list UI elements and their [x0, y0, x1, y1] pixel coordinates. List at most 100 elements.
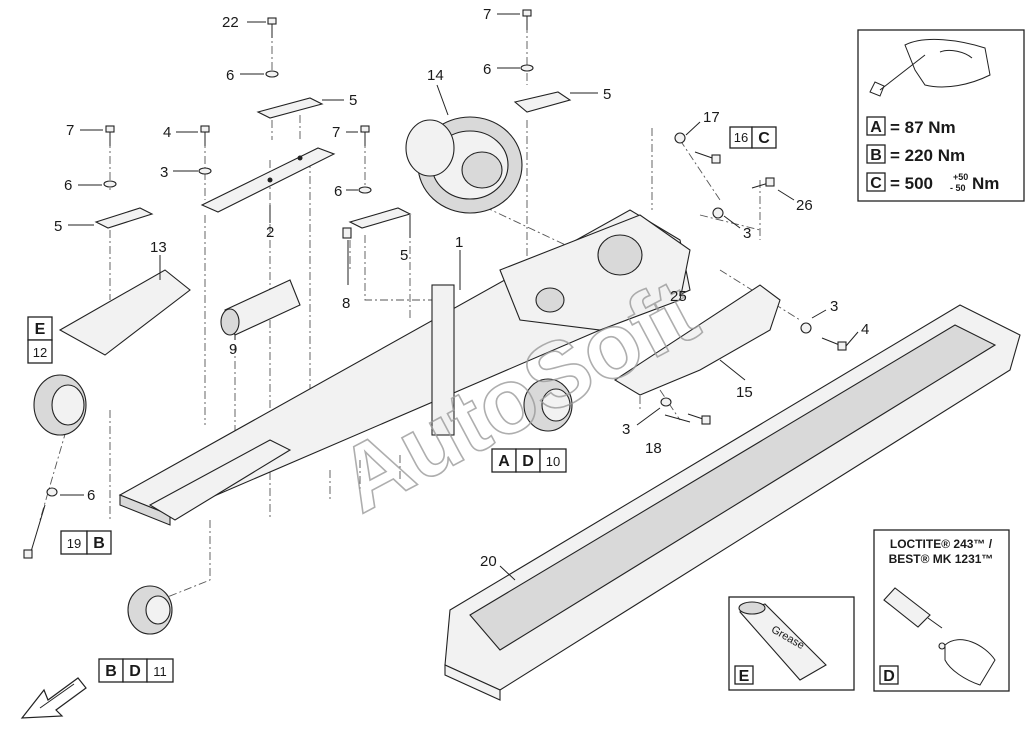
plug-8-icon	[342, 227, 352, 239]
callout-22: 22	[222, 14, 239, 31]
bolt-icon	[821, 337, 847, 351]
loctite-panel: LOCTITE® 243™ / BEST® MK 1231™ D	[873, 529, 1010, 692]
wrench-hand-icon	[869, 38, 991, 97]
callout-4: 4	[163, 124, 171, 141]
loctite-line2: BEST® MK 1231™	[889, 552, 994, 566]
callout-7: 7	[66, 122, 74, 139]
callout-6: 6	[64, 177, 72, 194]
torque-a-value: = 87 Nm	[890, 118, 956, 137]
callout-3: 3	[830, 298, 838, 315]
callout-6: 6	[483, 61, 491, 78]
ref-box-16-c: 16 C	[729, 126, 777, 149]
washer-icon	[103, 180, 117, 188]
bolt-icon	[751, 177, 775, 189]
drive-sprocket-icon	[405, 116, 523, 214]
ref-box-e-12: E 12	[27, 316, 53, 364]
bolt-icon	[360, 125, 370, 146]
parts-art	[23, 9, 1021, 701]
callout-7: 7	[332, 124, 340, 141]
direction-arrow-icon	[20, 677, 87, 719]
callout-8: 8	[342, 295, 350, 312]
loctite-letter: D	[883, 668, 895, 685]
washer-icon	[800, 322, 812, 334]
bolt-icon	[200, 125, 210, 146]
grease-panel: Grease E	[728, 596, 855, 691]
rubber-track-icon	[444, 304, 1021, 701]
callout-numbers: 22 6 5 7 6 5 14 7 6 5 4 3 2 7 6 5 13 1 8…	[54, 6, 954, 628]
bolt-icon	[522, 9, 532, 30]
svg-text:D: D	[129, 663, 141, 680]
washer-icon	[198, 167, 212, 175]
callout-5: 5	[349, 92, 357, 109]
ref-box-a-d-10: A D 10	[491, 448, 567, 473]
ref-box-19-b: 19 B	[60, 530, 112, 555]
roller-10-icon	[523, 378, 573, 432]
roller-icon	[220, 279, 301, 336]
washer-icon	[520, 64, 534, 72]
callout-13: 13	[150, 239, 167, 256]
washer-icon	[265, 70, 279, 78]
svg-text:11: 11	[153, 664, 167, 679]
loctite-line1: LOCTITE® 243™ /	[890, 537, 993, 551]
callout-3: 3	[743, 225, 751, 242]
bolt-icon	[687, 413, 711, 425]
cover-15-icon	[613, 284, 781, 396]
svg-text:B: B	[93, 535, 105, 552]
callout-18: 18	[645, 440, 662, 457]
callout-6: 6	[226, 67, 234, 84]
callout-20: 20	[480, 553, 497, 570]
svg-text:16: 16	[734, 130, 748, 145]
washer-icon	[358, 186, 372, 194]
callout-9: 9	[229, 341, 237, 358]
washer-icon	[712, 207, 724, 219]
callout-14: 14	[427, 67, 444, 84]
callout-4: 4	[861, 321, 869, 338]
bolt-19-icon	[23, 504, 46, 559]
svg-text:12: 12	[33, 345, 47, 360]
bolt-icon	[105, 125, 115, 146]
callout-2: 2	[266, 224, 274, 241]
grease-letter: E	[739, 668, 750, 685]
torque-c-value: = 500	[890, 174, 933, 193]
svg-text:19: 19	[67, 536, 81, 551]
bolt-22-icon	[267, 17, 277, 38]
torque-c-tol-plus: +50	[953, 172, 968, 182]
svg-text:A: A	[498, 453, 510, 470]
svg-text:D: D	[522, 453, 534, 470]
torque-b-value: = 220 Nm	[890, 146, 965, 165]
torque-panel: A = 87 Nm B = 220 Nm C = 500 +50 - 50 Nm	[857, 29, 1025, 202]
torque-c-tol-minus: - 50	[950, 183, 966, 193]
svg-text:E: E	[35, 321, 46, 338]
callout-3: 3	[622, 421, 630, 438]
svg-text:10: 10	[546, 454, 560, 469]
callout-3: 3	[160, 164, 168, 181]
callout-7: 7	[483, 6, 491, 23]
ref-box-b-d-11: B D 11	[98, 658, 174, 683]
grease-tube-icon	[738, 601, 827, 681]
callout-6: 6	[334, 183, 342, 200]
washer-icon	[660, 397, 672, 407]
callout-25: 25	[670, 288, 687, 305]
callout-26: 26	[796, 197, 813, 214]
torque-c-letter: C	[870, 175, 882, 192]
roller-11-icon	[127, 585, 173, 635]
svg-text:B: B	[105, 663, 117, 680]
svg-text:C: C	[758, 130, 770, 147]
bolt-icon	[694, 151, 721, 164]
torque-c-unit: Nm	[972, 174, 999, 193]
adhesive-bottle-icon	[883, 587, 996, 686]
callout-1: 1	[455, 234, 463, 251]
callout-17: 17	[703, 109, 720, 126]
torque-a-letter: A	[870, 119, 882, 136]
torque-b-letter: B	[870, 147, 882, 164]
callout-5: 5	[400, 247, 408, 264]
callout-5: 5	[54, 218, 62, 235]
idler-wheel-icon	[33, 374, 87, 436]
callout-5: 5	[603, 86, 611, 103]
guide-13-icon	[58, 269, 191, 356]
callout-15: 15	[736, 384, 753, 401]
main-frame-icon	[118, 209, 691, 526]
washer-icon	[46, 487, 58, 497]
